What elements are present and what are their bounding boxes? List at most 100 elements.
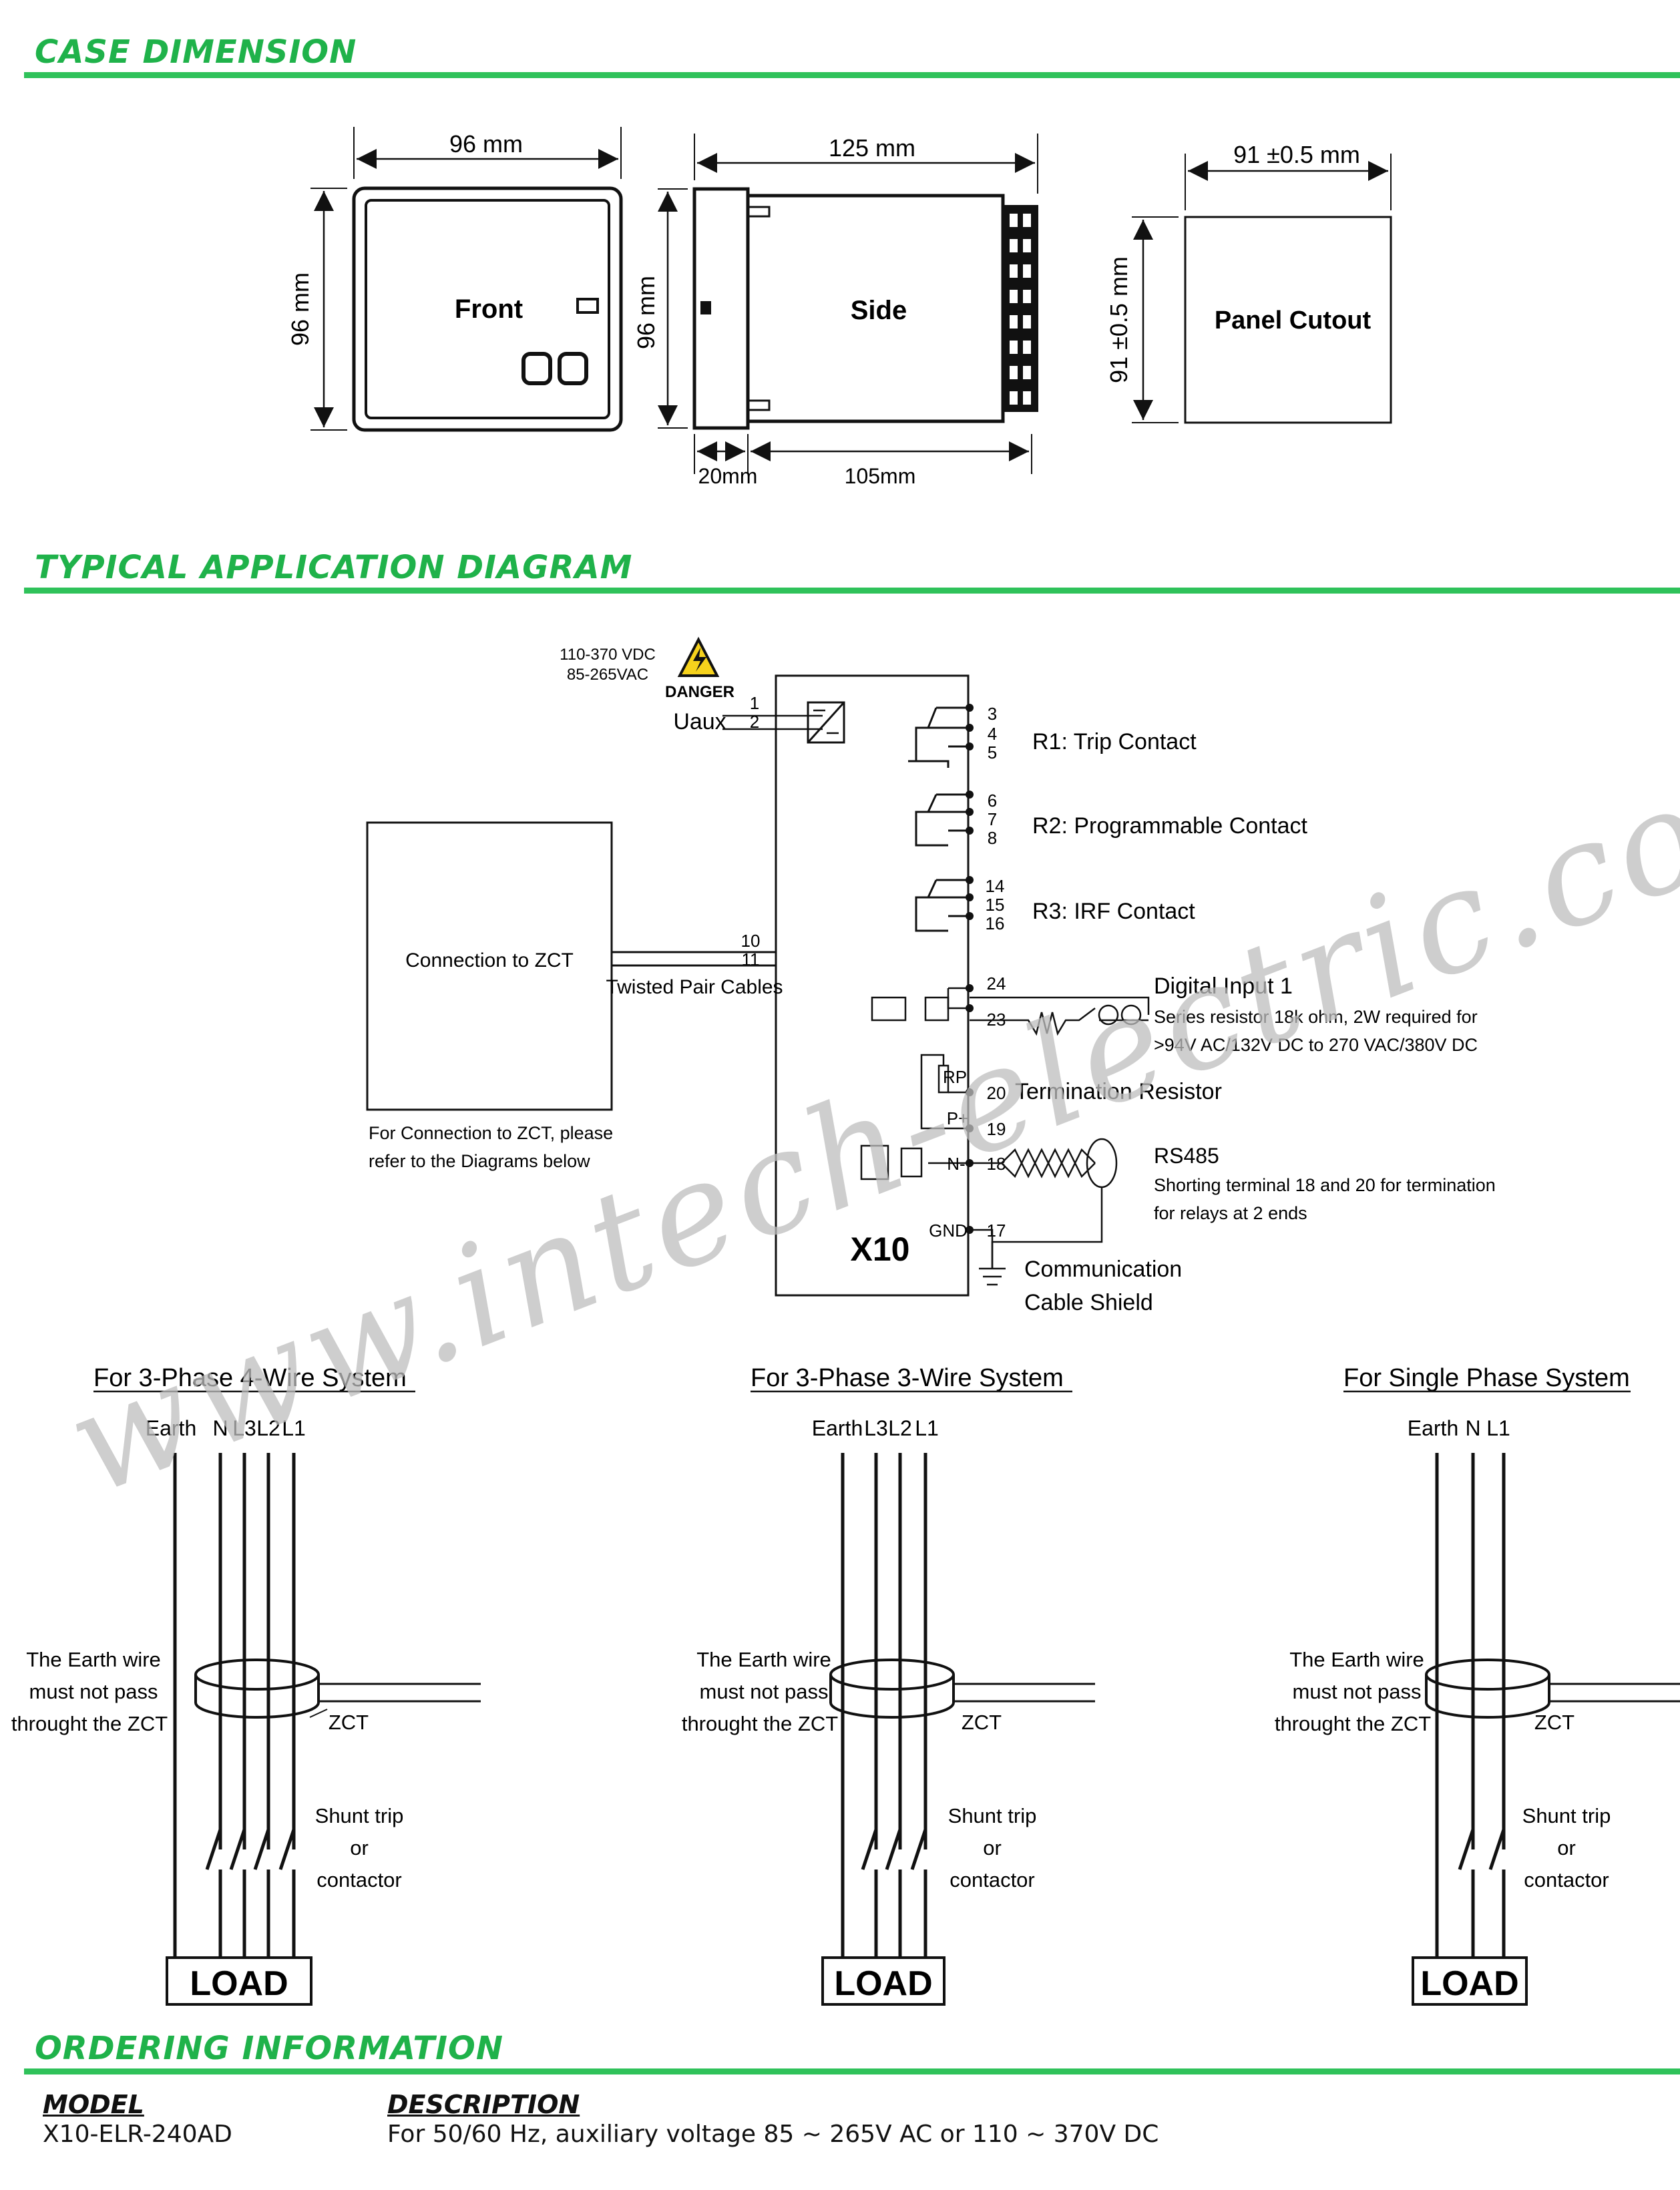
system-title-4wire: For 3-Phase 4-Wire System [93, 1364, 407, 1392]
earth-note-line-3: throught the ZCT [11, 1712, 168, 1735]
side-height-label: 96 mm [632, 276, 660, 349]
earth-note-line-1: The Earth wire [696, 1648, 831, 1671]
gnd-label: GND [929, 1221, 968, 1241]
wire-label-l3: L3 [864, 1416, 888, 1440]
termination-resistor-label: Termination Resistor [1015, 1079, 1222, 1104]
side-depth-label: 125 mm [829, 134, 915, 162]
earth-note-line-3: throught the ZCT [682, 1712, 838, 1735]
wire-label-n: N [212, 1416, 228, 1440]
digital-input-circuit [871, 987, 1150, 1036]
digital-input-note-2: >94V AC/132V DC to 270 VAC/380V DC [1154, 1035, 1478, 1055]
rs485-note-1: Shorting terminal 18 and 20 for terminat… [1154, 1175, 1496, 1195]
zct-note-line-2: refer to the Diagrams below [369, 1151, 590, 1171]
case-front-view [310, 127, 623, 432]
rp-label: RP [943, 1067, 967, 1087]
wire-label-earth: Earth [812, 1416, 863, 1440]
terminal-16: 16 [986, 913, 1005, 933]
cutout-height-label: 91 ±0.5 mm [1105, 256, 1132, 383]
load-label: LOAD [834, 1964, 932, 2003]
danger-label: DANGER [665, 683, 734, 701]
terminal-2: 2 [750, 712, 759, 732]
shunt-line-2: or [350, 1836, 369, 1859]
digital-input-note-1: Series resistor 18k ohm, 2W required for [1154, 1007, 1478, 1027]
side-body-depth-label: 105mm [845, 464, 916, 488]
danger-icon [677, 636, 720, 677]
terminal-24: 24 [987, 973, 1006, 994]
order-description-heading: DESCRIPTION [387, 2090, 580, 2119]
terminal-10: 10 [741, 931, 761, 951]
x10-model-label: X10 [851, 1231, 910, 1268]
r2-label: R2: Programmable Contact [1032, 813, 1308, 839]
uaux-label: Uaux [673, 709, 726, 734]
shunt-line-2: or [1557, 1836, 1576, 1859]
front-height-label: 96 mm [286, 272, 314, 346]
earth-note-line-1: The Earth wire [1289, 1648, 1424, 1671]
front-label: Front [455, 294, 523, 324]
shunt-line-1: Shunt trip [1522, 1804, 1611, 1827]
wire-label-earth: Earth [146, 1416, 196, 1440]
terminal-6: 6 [988, 791, 997, 811]
load-label: LOAD [190, 1964, 288, 2003]
supply-line-2: 85-265VAC [567, 666, 648, 684]
terminal-8: 8 [988, 828, 997, 848]
terminal-7: 7 [988, 809, 997, 829]
side-front-depth-label: 20mm [698, 464, 758, 488]
order-description-value: For 50/60 Hz, auxiliary voltage 85 ~ 265… [387, 2121, 1159, 2148]
zct-box-label: Connection to ZCT [405, 949, 574, 971]
shunt-line-2: or [983, 1836, 1002, 1859]
case-side-view [692, 187, 1038, 430]
wire-label-l1: L1 [915, 1416, 939, 1440]
twisted-pair-label: Twisted Pair Cables [606, 976, 783, 998]
shunt-line-1: Shunt trip [315, 1804, 404, 1827]
shunt-line-1: Shunt trip [948, 1804, 1037, 1827]
wiring-diagram: 96 mm 96 mm Front 125 mm 96 mm Side 20mm… [11, 127, 1680, 2006]
earth-note-line-2: must not pass [1293, 1680, 1422, 1703]
shunt-line-3: contactor [317, 1868, 402, 1892]
rs485-note-2: for relays at 2 ends [1154, 1203, 1307, 1223]
system-4wire-lines [166, 1453, 481, 2006]
front-width-label: 96 mm [449, 130, 523, 158]
terminal-15: 15 [986, 895, 1005, 915]
cutout-width-label: 91 ±0.5 mm [1233, 141, 1360, 168]
shunt-line-3: contactor [950, 1868, 1035, 1892]
shunt-line-3: contactor [1524, 1868, 1609, 1892]
earth-note-line-3: throught the ZCT [1275, 1712, 1431, 1735]
section-divider [24, 2068, 1680, 2074]
n-minus-label: N- [947, 1154, 965, 1174]
side-terminal-slots [1010, 214, 1031, 405]
rs485-circuit [860, 1054, 1118, 1286]
rs485-label: RS485 [1154, 1144, 1219, 1168]
wire-label-l2: L2 [888, 1416, 912, 1440]
system-title-single: For Single Phase System [1343, 1364, 1630, 1392]
r1-label: R1: Trip Contact [1032, 729, 1197, 754]
earth-note-line-2: must not pass [700, 1680, 829, 1703]
wire-label-l3: L3 [232, 1416, 256, 1440]
digital-input-label: Digital Input 1 [1154, 973, 1293, 999]
order-model-value: X10-ELR-240AD [43, 2121, 232, 2148]
zct-label: ZCT [1534, 1711, 1574, 1734]
terminal-4: 4 [988, 724, 997, 744]
relay-contacts [908, 706, 970, 932]
supply-line-1: 110-370 VDC [560, 646, 656, 664]
wire-label-l2: L2 [256, 1416, 280, 1440]
section-divider [24, 588, 1680, 594]
system-3wire-lines [821, 1453, 1095, 2006]
system-single-lines [1412, 1453, 1680, 2006]
earth-note-line-2: must not pass [29, 1680, 158, 1703]
terminal-14: 14 [986, 876, 1005, 896]
wire-label-l1: L1 [1486, 1416, 1510, 1440]
terminal-1: 1 [750, 693, 759, 713]
section-title-typical-application: TYPICAL APPLICATION DIAGRAM [35, 549, 633, 586]
comm-shield-line-2: Cable Shield [1024, 1290, 1153, 1315]
section-title-case-dimension: CASE DIMENSION [35, 33, 357, 71]
terminal-5: 5 [988, 742, 997, 762]
p-plus-label: P+ [947, 1108, 969, 1128]
zct-label: ZCT [329, 1711, 369, 1734]
wire-label-earth: Earth [1408, 1416, 1458, 1440]
section-divider [24, 72, 1680, 78]
wire-label-n: N [1465, 1416, 1480, 1440]
zct-note-line-1: For Connection to ZCT, please [369, 1123, 613, 1143]
order-model-heading: MODEL [43, 2090, 144, 2119]
comm-shield-line-1: Communication [1024, 1257, 1182, 1282]
terminal-3: 3 [988, 704, 997, 724]
